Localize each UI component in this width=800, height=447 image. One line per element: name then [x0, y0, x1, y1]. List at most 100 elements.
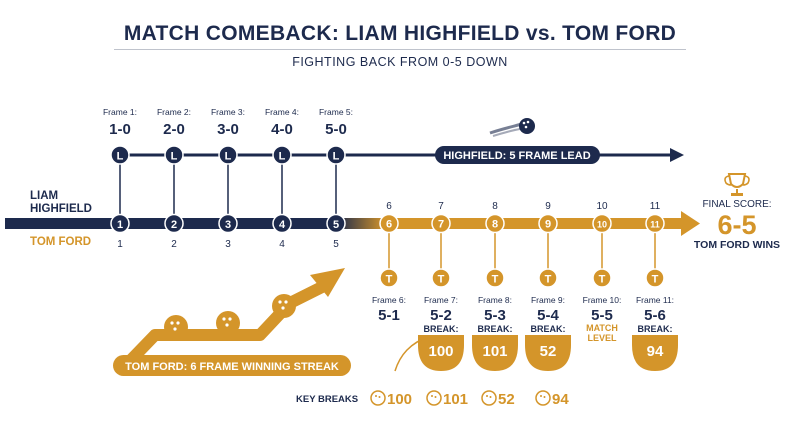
timeline-node-number: 7	[438, 219, 444, 231]
page-title: MATCH COMEBACK: LIAM HIGHFIELD vs. TOM F…	[123, 22, 677, 45]
frame-marker-circle	[164, 145, 184, 165]
frame-number: 5	[333, 239, 339, 250]
highfield-lead-label: HIGHFIELD: 5 FRAME LEAD	[443, 150, 590, 162]
frame-marker-circle	[379, 268, 399, 288]
streak-ball-icon	[216, 311, 240, 335]
frame-score: 5-1	[378, 307, 400, 324]
frame-score: 1-0	[109, 121, 131, 138]
frame-number: 3	[225, 239, 231, 250]
frame-score: 5-2	[430, 307, 452, 324]
frame-marker-letter: L	[117, 151, 124, 163]
break-value: 100	[428, 343, 453, 360]
timeline-node	[379, 213, 399, 234]
title-divider	[114, 49, 686, 50]
match-level-line1: MATCH	[586, 323, 618, 333]
break-badge	[632, 335, 678, 371]
frame-number: 10	[596, 201, 608, 212]
timeline-node-number: 1	[117, 219, 123, 231]
timeline-node-number: 2	[171, 219, 177, 231]
frame-label: Frame 1:	[103, 107, 137, 117]
frame-label: Frame 3:	[211, 107, 245, 117]
final-score-label: FINAL SCORE:	[702, 199, 771, 210]
frame-score: 5-6	[644, 307, 666, 324]
timeline-node-number: 10	[597, 220, 607, 230]
frame-label: Frame 8:	[478, 295, 512, 305]
trophy-icon	[724, 173, 750, 196]
frame-marker-circle	[592, 268, 612, 288]
timeline-node-number: 4	[279, 219, 286, 231]
break-value: 52	[540, 343, 557, 360]
frame-label: Frame 2:	[157, 107, 191, 117]
frame-marker-letter: T	[652, 274, 659, 286]
key-breaks-label: KEY BREAKS	[296, 394, 358, 405]
frame-label: Frame 7:	[424, 295, 458, 305]
streak-badge	[113, 355, 351, 376]
frame-marker-letter: L	[171, 151, 178, 163]
player-name-highfield-line1: LIAM	[30, 190, 58, 202]
final-winner-label: TOM FORD WINS	[694, 239, 780, 251]
frame-number: 6	[386, 201, 392, 212]
ford-timeline-arrowhead	[681, 211, 700, 236]
timeline-node-number: 6	[386, 219, 392, 231]
streak-arrowhead	[310, 268, 345, 297]
frame-label: Frame 4:	[265, 107, 299, 117]
frame-marker-letter: T	[438, 274, 445, 286]
frame-marker-letter: T	[599, 274, 606, 286]
frame-marker-letter: L	[279, 151, 286, 163]
streak-arrow	[123, 280, 327, 368]
frame-number: 9	[545, 201, 551, 212]
frame-marker-letter: T	[492, 274, 499, 286]
timeline-node	[218, 213, 238, 234]
frame-score: 5-4	[537, 307, 559, 324]
transition-bar	[337, 218, 385, 229]
frame-number: 7	[438, 201, 444, 212]
timeline-node	[485, 213, 505, 234]
timeline-node	[592, 213, 612, 234]
break-badge	[418, 335, 464, 371]
frame-marker-circle	[431, 268, 451, 288]
frame-score: 4-0	[271, 121, 293, 138]
break-badge	[525, 335, 571, 371]
match-level-line2: LEVEL	[587, 333, 617, 343]
highfield-lead-arrowhead	[670, 148, 684, 162]
frame-label: Frame 5:	[319, 107, 353, 117]
frame-marker-letter: L	[225, 151, 232, 163]
frame-marker-letter: T	[545, 274, 552, 286]
snooker-ball-icon	[481, 390, 497, 406]
streak-ball-icon	[272, 294, 296, 318]
player-name-ford: TOM FORD	[30, 236, 91, 248]
timeline-node	[645, 213, 665, 234]
final-score-value: 6-5	[717, 210, 756, 240]
frame-score: 5-0	[325, 121, 347, 138]
timeline-node	[431, 213, 451, 234]
key-break-value: 94	[552, 391, 569, 408]
frame-score: 2-0	[163, 121, 185, 138]
key-break-item: 101	[426, 390, 468, 408]
frame-marker-circle	[485, 268, 505, 288]
frame-number: 8	[492, 201, 498, 212]
timeline-node	[272, 213, 292, 234]
snooker-ball-icon	[535, 390, 551, 406]
break-title: BREAK:	[638, 324, 673, 334]
streak-ball-icon	[164, 315, 188, 339]
break-connector-line	[394, 335, 431, 372]
frame-number: 11	[650, 201, 661, 212]
streak-label: TOM FORD: 6 FRAME WINNING STREAK	[125, 361, 339, 373]
key-break-item: 52	[481, 390, 515, 408]
frame-score: 5-5	[591, 307, 613, 324]
break-title: BREAK:	[424, 324, 459, 334]
frame-marker-circle	[272, 145, 292, 165]
frame-number: 2	[171, 239, 177, 250]
